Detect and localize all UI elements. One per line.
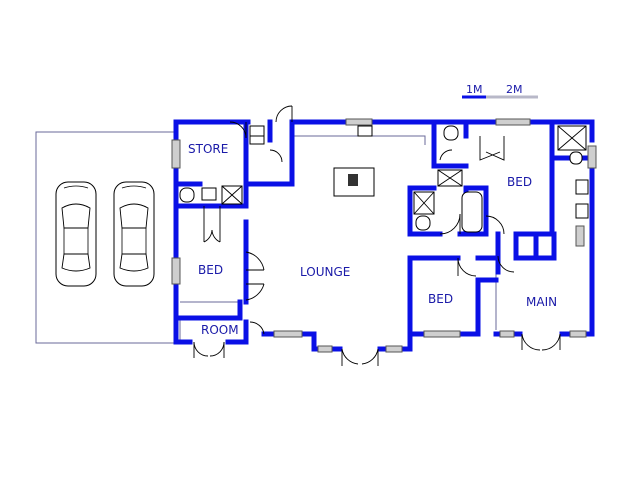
room-label-room: ROOM	[201, 323, 239, 337]
door-swing-icon	[193, 105, 561, 366]
fixtures	[179, 125, 589, 233]
toilet-icon	[415, 215, 431, 231]
bathtub-icon	[461, 191, 483, 233]
scale-label-1m: 1M	[466, 83, 483, 96]
carport-outline	[35, 131, 176, 344]
toilet-icon	[569, 151, 583, 165]
room-label-bed-right-top: BED	[507, 175, 532, 189]
toilet-icon	[179, 187, 195, 203]
room-label-bed-left: BED	[198, 263, 223, 277]
car-icon	[113, 181, 155, 287]
room-label-main: MAIN	[526, 295, 557, 309]
scale-bar: 1M 2M	[462, 83, 538, 99]
room-label-bed-center: BED	[428, 292, 453, 306]
kitchen-sink-icon	[357, 125, 373, 137]
window-icon	[171, 118, 597, 353]
basin-icon	[575, 179, 589, 195]
walls	[173, 119, 595, 352]
hob-icon	[348, 174, 358, 186]
scale-label-2m: 2M	[506, 83, 523, 96]
basin-icon	[575, 203, 589, 219]
car-icon	[55, 181, 97, 287]
room-label-lounge: LOUNGE	[300, 265, 350, 279]
toilet-icon	[443, 125, 459, 141]
room-label-store: STORE	[188, 142, 228, 156]
basin-icon	[201, 187, 217, 201]
room-labels: STORE BED LOUNGE BED BED MAIN ROOM	[188, 142, 557, 337]
